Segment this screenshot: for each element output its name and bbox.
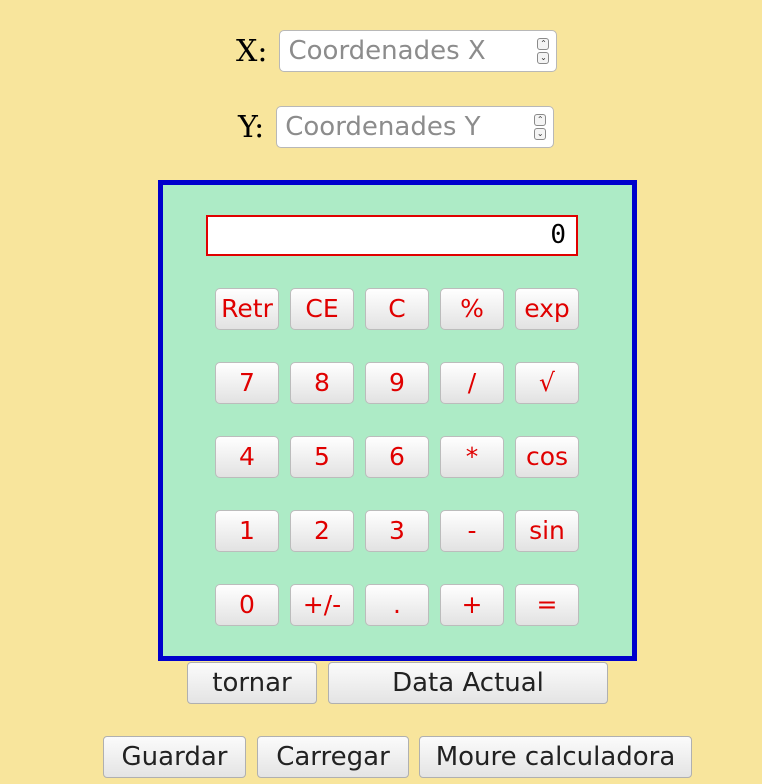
guardar-button[interactable]: Guardar [103, 736, 246, 778]
key-3[interactable]: 3 [365, 510, 429, 552]
key-percent[interactable]: % [440, 288, 504, 330]
key-9[interactable]: 9 [365, 362, 429, 404]
y-coordinate-row: Y: ⌃ ⌄ [238, 106, 555, 148]
key-6[interactable]: 6 [365, 436, 429, 478]
key-0[interactable]: 0 [215, 584, 279, 626]
key-toggle-sign[interactable]: +/- [290, 584, 354, 626]
key-exp[interactable]: exp [515, 288, 579, 330]
key-cos[interactable]: cos [515, 436, 579, 478]
x-label: X: [236, 33, 268, 69]
spinner-up-icon[interactable]: ⌃ [537, 38, 550, 50]
x-spinner[interactable]: ⌃ ⌄ [537, 38, 550, 64]
key-multiply[interactable]: * [440, 436, 504, 478]
key-2[interactable]: 2 [290, 510, 354, 552]
x-coordinate-input[interactable] [288, 36, 519, 66]
spinner-down-icon[interactable]: ⌄ [537, 52, 550, 64]
key-sqrt[interactable]: √ [515, 362, 579, 404]
calculator-display: 0 [206, 215, 578, 256]
data-actual-button[interactable]: Data Actual [328, 662, 608, 704]
y-coordinate-field[interactable]: ⌃ ⌄ [276, 106, 555, 148]
carregar-button[interactable]: Carregar [257, 736, 409, 778]
key-add[interactable]: + [440, 584, 504, 626]
key-divide[interactable]: / [440, 362, 504, 404]
key-equals[interactable]: = [515, 584, 579, 626]
spinner-up-icon[interactable]: ⌃ [534, 114, 547, 126]
y-label: Y: [238, 109, 265, 145]
x-coordinate-row: X: ⌃ ⌄ [236, 30, 558, 72]
key-7[interactable]: 7 [215, 362, 279, 404]
key-1[interactable]: 1 [215, 510, 279, 552]
tornar-button[interactable]: tornar [187, 662, 317, 704]
calculator: 0 Retr CE C % exp 7 8 9 / √ 4 5 6 * cos … [158, 180, 637, 661]
key-8[interactable]: 8 [290, 362, 354, 404]
key-4[interactable]: 4 [215, 436, 279, 478]
y-spinner[interactable]: ⌃ ⌄ [534, 114, 547, 140]
key-decimal[interactable]: . [365, 584, 429, 626]
spinner-down-icon[interactable]: ⌄ [534, 128, 547, 140]
y-coordinate-input[interactable] [285, 112, 516, 142]
key-backspace[interactable]: Retr [215, 288, 279, 330]
moure-calculadora-button[interactable]: Moure calculadora [419, 736, 692, 778]
key-5[interactable]: 5 [290, 436, 354, 478]
key-clear[interactable]: C [365, 288, 429, 330]
x-coordinate-field[interactable]: ⌃ ⌄ [279, 30, 558, 72]
key-clear-entry[interactable]: CE [290, 288, 354, 330]
key-sin[interactable]: sin [515, 510, 579, 552]
key-subtract[interactable]: - [440, 510, 504, 552]
